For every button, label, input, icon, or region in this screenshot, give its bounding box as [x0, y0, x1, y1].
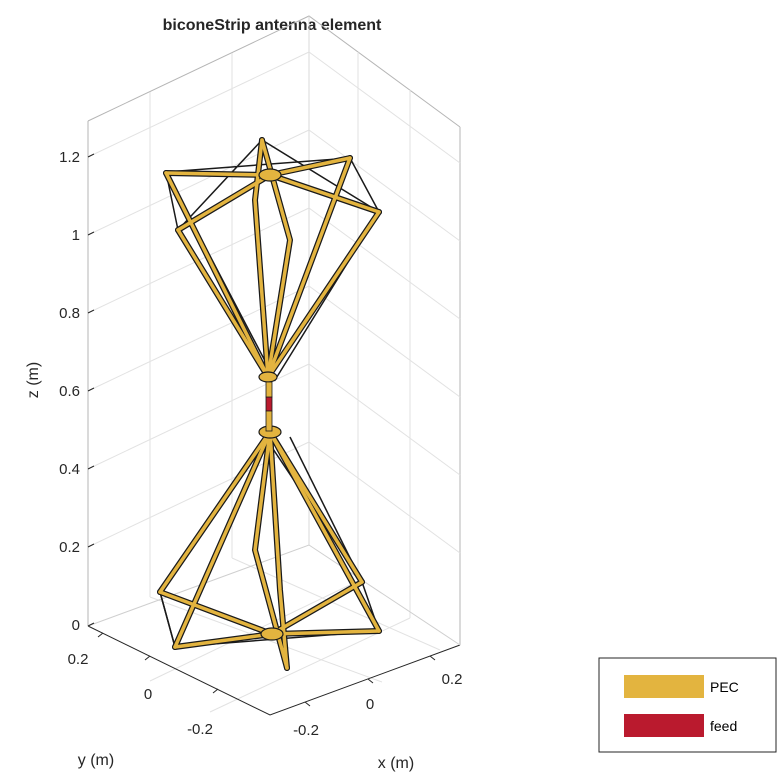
- feed-port: [265, 396, 273, 412]
- upper-feed-hub: [258, 371, 278, 383]
- x-axis-label: x (m): [378, 755, 414, 772]
- y-axis-label: y (m): [78, 752, 114, 769]
- z-tick-labels: 1.2 1 0.8 0.6 0.4 0.2 0: [59, 149, 80, 634]
- z-tick-label: 0: [72, 617, 80, 634]
- z-tick-label: 0.8: [59, 305, 80, 322]
- back-top-edge: [87, 15, 461, 128]
- bottom-hub: [260, 627, 284, 641]
- legend: PEC feed: [598, 657, 777, 753]
- top-hub: [258, 168, 282, 182]
- z-ticks: [87, 153, 95, 627]
- x-tick-label: 0: [366, 696, 374, 713]
- x-ticks: [304, 655, 436, 707]
- z-axis-label: z (m): [25, 362, 42, 398]
- hub-discs: [258, 168, 284, 641]
- y-tick-label: -0.2: [187, 721, 213, 738]
- z-tick-label: 0.6: [59, 383, 80, 400]
- z-tick-label: 0.2: [59, 539, 80, 556]
- y-ticks: [97, 632, 219, 694]
- legend-label-pec: PEC: [710, 679, 739, 695]
- x-tick-labels: -0.2 0 0.2: [293, 671, 462, 739]
- x-tick-label: 0.2: [442, 671, 463, 688]
- legend-box: [598, 657, 777, 753]
- z-tick-label: 0.4: [59, 461, 80, 478]
- z-tick-label: 1.2: [59, 149, 80, 166]
- legend-swatch-pec: [624, 675, 704, 698]
- plot-title: biconeStrip antenna element: [163, 17, 382, 34]
- x-tick-label: -0.2: [293, 722, 319, 739]
- z-tick-label: 1: [72, 227, 80, 244]
- y-tick-labels: 0.2 0 -0.2: [68, 651, 213, 738]
- y-tick-label: 0: [144, 686, 152, 703]
- feed-connector-lower: [265, 410, 273, 432]
- y-tick-label: 0.2: [68, 651, 89, 668]
- antenna-structure: [157, 137, 382, 671]
- legend-swatch-feed: [624, 714, 704, 737]
- feed-connector-upper: [265, 381, 273, 398]
- legend-label-feed: feed: [710, 718, 737, 734]
- axes-box: [87, 15, 461, 645]
